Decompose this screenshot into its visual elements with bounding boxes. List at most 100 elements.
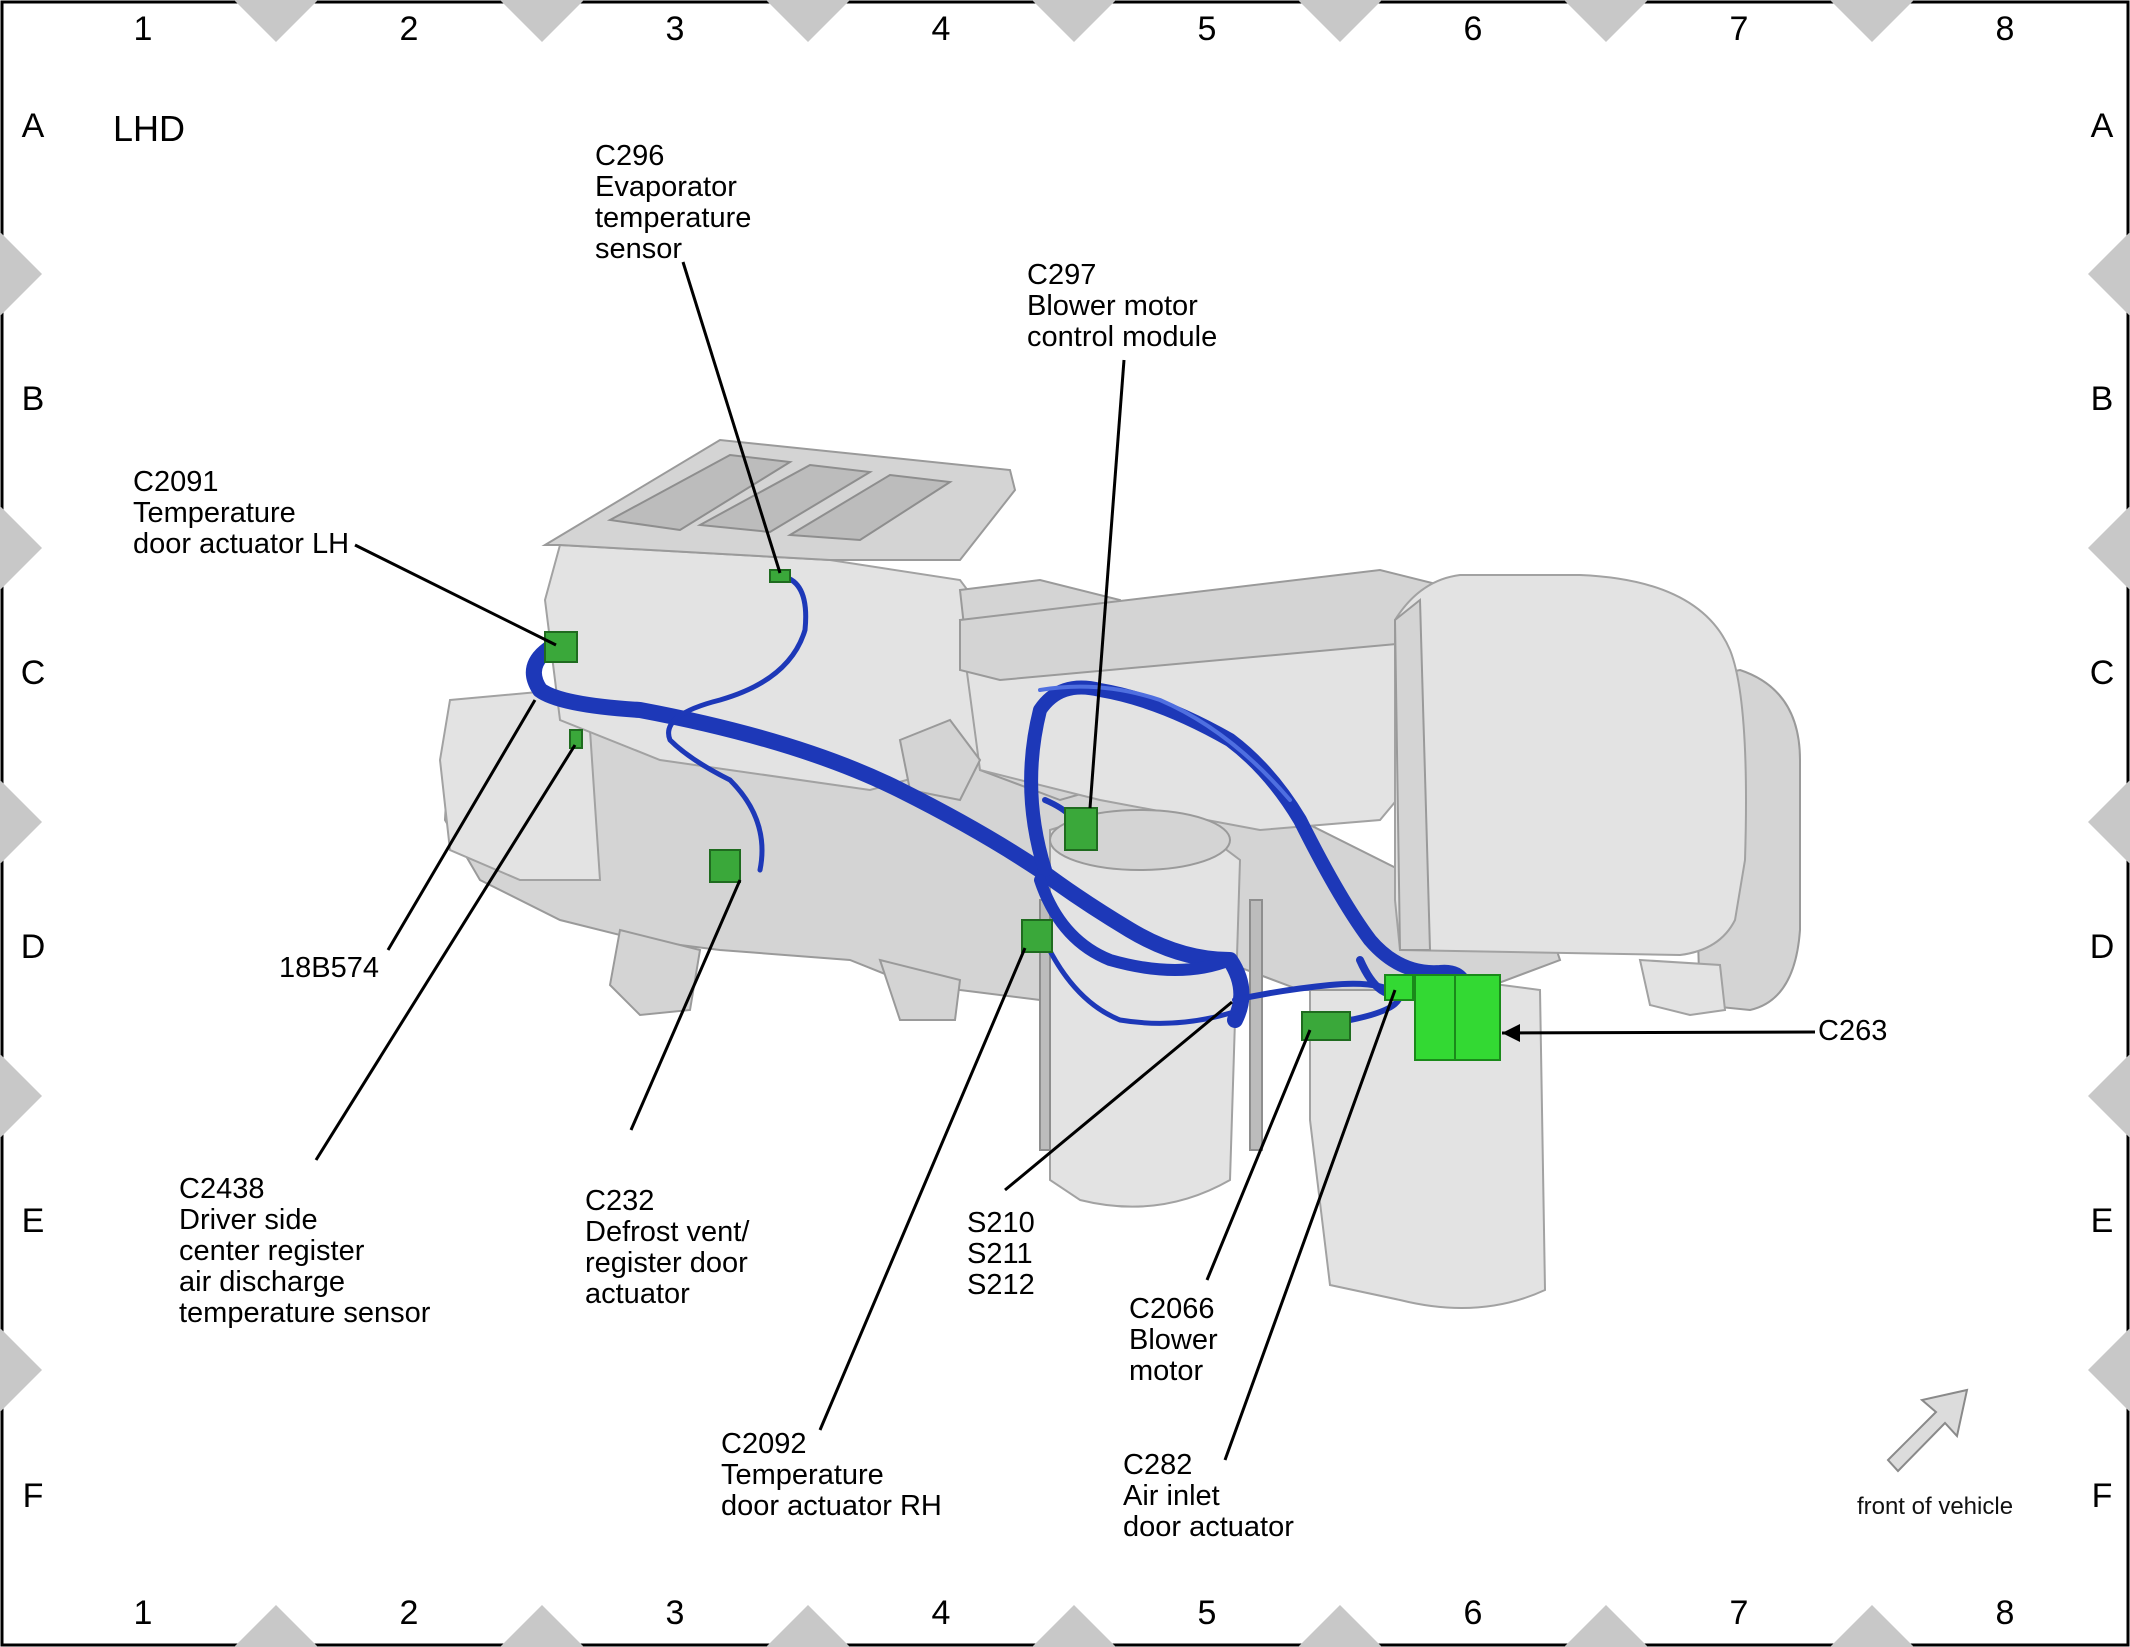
connector-c2092 bbox=[1021, 919, 1053, 953]
harness-branch-evaporator bbox=[666, 573, 809, 873]
callout-c2438-line-5: temperature sensor bbox=[179, 1297, 431, 1329]
grid-marker-right-1 bbox=[2088, 232, 2130, 316]
callout-c2438-line-3: center register bbox=[179, 1235, 365, 1267]
grid-marker-left-5 bbox=[0, 1328, 42, 1412]
leader-s210 bbox=[1004, 1000, 1233, 1192]
callout-c2066: C2066 Blower motor bbox=[1129, 1293, 1226, 1387]
callout-c232-line-2: Defrost vent/ bbox=[585, 1216, 750, 1248]
connector-c263 bbox=[1414, 974, 1501, 1061]
pipe-stub-left bbox=[898, 718, 982, 802]
col-label-6-top: 6 bbox=[1464, 10, 1483, 48]
row-labels-left: A B C D E F bbox=[21, 107, 46, 1515]
col-label-7-top: 7 bbox=[1730, 10, 1749, 48]
connector-c232 bbox=[709, 849, 741, 883]
callout-c2066-line-2: Blower bbox=[1129, 1324, 1218, 1356]
grid-marker-bottom-6 bbox=[1564, 1605, 1648, 1647]
leader-c2091 bbox=[354, 543, 557, 647]
callout-c2091-line-2: Temperature bbox=[133, 497, 296, 529]
callout-c296-line-1: C296 bbox=[595, 140, 664, 172]
grid-marker-top-4 bbox=[1032, 0, 1116, 42]
callout-c2438-line-2: Driver side bbox=[179, 1204, 318, 1236]
callout-c297: C297 Blower motor control module bbox=[1027, 259, 1217, 353]
callout-c2066-line-3: motor bbox=[1129, 1355, 1203, 1387]
col-label-1-bottom: 1 bbox=[134, 1594, 153, 1632]
hood-side-face bbox=[1393, 597, 1432, 951]
col-label-2-bottom: 2 bbox=[400, 1594, 419, 1632]
callout-c282: C282 Air inlet door actuator bbox=[1123, 1449, 1294, 1543]
callout-c2092-line-1: C2092 bbox=[721, 1428, 806, 1460]
leader-18b574 bbox=[386, 699, 537, 951]
col-label-8-top: 8 bbox=[1996, 10, 2015, 48]
blower-motor-cylinder bbox=[1049, 814, 1242, 1208]
grid-marker-left-4 bbox=[0, 1054, 42, 1138]
harness-loop-lower bbox=[1034, 874, 1236, 976]
grid-marker-top-2 bbox=[500, 0, 584, 42]
leader-c2092 bbox=[818, 947, 1027, 1431]
callout-c263: C263 bbox=[1818, 1015, 1887, 1047]
floor-outlet-left bbox=[608, 928, 702, 1017]
callout-c2438: C2438 Driver side center register air di… bbox=[179, 1173, 431, 1329]
callout-c232-line-3: register door bbox=[585, 1247, 748, 1279]
grid-marker-left-2 bbox=[0, 506, 42, 590]
callout-c2438-line-1: C2438 bbox=[179, 1173, 264, 1205]
grid-marker-right-4 bbox=[2088, 1054, 2130, 1138]
connectors bbox=[544, 569, 1501, 1061]
col-label-3-bottom: 3 bbox=[666, 1594, 685, 1632]
leader-c2438 bbox=[314, 744, 577, 1161]
row-label-b-right: B bbox=[2091, 380, 2114, 418]
callout-c282-line-2: Air inlet bbox=[1123, 1480, 1220, 1512]
col-label-5-bottom: 5 bbox=[1198, 1594, 1217, 1632]
col-label-5-top: 5 bbox=[1198, 10, 1217, 48]
callout-c296-line-4: sensor bbox=[595, 233, 682, 265]
row-label-e-right: E bbox=[2091, 1202, 2114, 1240]
leader-c263-arrowhead bbox=[1502, 1024, 1520, 1042]
blower-cylinder-rib-2 bbox=[1249, 899, 1263, 1151]
callout-c282-line-3: door actuator bbox=[1123, 1511, 1294, 1543]
callout-c2091: C2091 Temperature door actuator LH bbox=[133, 466, 349, 560]
callout-c296-line-2: Evaporator bbox=[595, 171, 737, 203]
callout-s210-line-1: S210 bbox=[967, 1207, 1035, 1239]
harness-main-trunk bbox=[525, 632, 1250, 1028]
grid-marker-bottom-5 bbox=[1298, 1605, 1382, 1647]
right-outer-panel bbox=[1638, 958, 1727, 1017]
callout-c2092-line-2: Temperature bbox=[721, 1459, 884, 1491]
evaporator-lid-slot-3 bbox=[786, 473, 953, 542]
recirculation-hood bbox=[1394, 574, 1747, 957]
grid-marker-top-7 bbox=[1830, 0, 1914, 42]
col-label-2-top: 2 bbox=[400, 10, 419, 48]
callout-c263-line-1: C263 bbox=[1818, 1015, 1887, 1047]
row-label-e-left: E bbox=[22, 1202, 45, 1240]
grid-marker-bottom-7 bbox=[1830, 1605, 1914, 1647]
grid-marker-top-5 bbox=[1298, 0, 1382, 42]
column-labels-top: 1 2 3 4 5 6 7 8 bbox=[134, 10, 2015, 48]
row-label-b-left: B bbox=[22, 380, 45, 418]
row-label-d-right: D bbox=[2090, 928, 2115, 966]
orientation-indicator: front of vehicle bbox=[1857, 1388, 2013, 1520]
row-label-c-right: C bbox=[2090, 654, 2115, 692]
callout-18b574-line-1: 18B574 bbox=[279, 952, 379, 984]
col-label-4-bottom: 4 bbox=[932, 1594, 951, 1632]
front-of-vehicle-label: front of vehicle bbox=[1857, 1493, 2013, 1520]
connector-c2066 bbox=[1301, 1011, 1351, 1041]
connector-c297 bbox=[1064, 807, 1098, 851]
col-label-3-top: 3 bbox=[666, 10, 685, 48]
callout-c2092: C2092 Temperature door actuator RH bbox=[721, 1428, 942, 1522]
grid-marker-bottom-2 bbox=[500, 1605, 584, 1647]
grid-marker-top-1 bbox=[234, 0, 318, 42]
col-label-8-bottom: 8 bbox=[1996, 1594, 2015, 1632]
col-label-4-top: 4 bbox=[932, 10, 951, 48]
callout-labels: C296 Evaporator temperature sensor C297 … bbox=[133, 140, 1887, 1543]
callout-c297-line-3: control module bbox=[1027, 321, 1217, 353]
connector-c282 bbox=[1384, 974, 1414, 1001]
callout-c2066-line-1: C2066 bbox=[1129, 1293, 1214, 1325]
evaporator-lid-slot-2 bbox=[696, 463, 874, 534]
callout-c2438-line-4: air discharge bbox=[179, 1266, 345, 1298]
harness-branch-temp-door-rh bbox=[1037, 927, 1243, 1026]
connector-c2091 bbox=[544, 631, 578, 663]
hvac-assembly-drawing bbox=[438, 438, 1801, 1309]
floor-outlet-mid bbox=[878, 958, 962, 1021]
grid-marker-right-5 bbox=[2088, 1328, 2130, 1412]
